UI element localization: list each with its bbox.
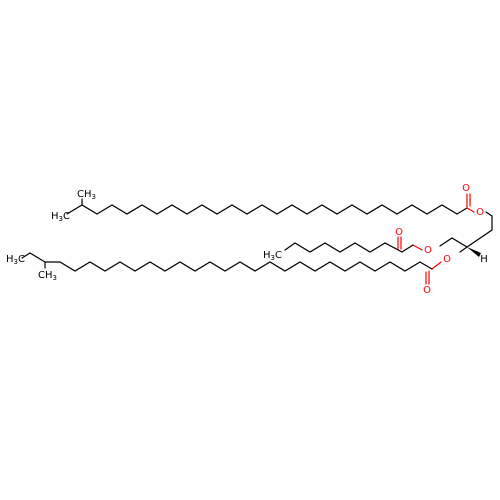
top-ethyl-label: H3C xyxy=(51,211,70,223)
mid-acyl-chain xyxy=(284,236,423,253)
bottom-acyl-chain xyxy=(21,252,442,285)
bottom-ethyl-bond-2 xyxy=(21,252,31,259)
mid-chain-backbone xyxy=(284,242,403,253)
glycerol-backbone xyxy=(439,215,493,257)
stereo-h-label: H xyxy=(480,254,488,265)
top-acyl-chain xyxy=(66,193,493,217)
top-chain-backbone xyxy=(96,204,458,215)
glycerol-c1-c2 xyxy=(466,215,493,248)
o-carbonyl-bottom-label: O xyxy=(423,285,431,296)
octanoyl-terminal-label: H3C xyxy=(263,250,282,262)
top-ester-link xyxy=(485,211,493,217)
o-ester-top-label: O xyxy=(476,207,484,218)
top-chain-branch xyxy=(66,204,98,215)
mid-ester-o-bond xyxy=(412,244,423,251)
bottom-ethyl-bond xyxy=(29,252,46,263)
bottom-chain-backbone xyxy=(44,261,421,272)
bottom-ester-o-bond xyxy=(431,261,442,270)
o-ester-mid-label: O xyxy=(424,245,432,256)
o-ester-bottom-label: O xyxy=(443,254,451,265)
bottom-ethyl-label: H3C xyxy=(6,254,25,266)
o-carbonyl-top-label: O xyxy=(462,183,470,194)
stereo-wedge xyxy=(467,247,481,257)
mid-carbonyl-c xyxy=(401,244,414,253)
o-carbonyl-mid-label: O xyxy=(395,227,403,238)
bottom-carbonyl-c xyxy=(419,261,433,270)
glycerol-c2-o xyxy=(459,246,468,253)
top-carbonyl-c-bond xyxy=(456,207,468,215)
bottom-methyl-label: CH3 xyxy=(38,270,57,282)
glycerol-c2-c3 xyxy=(439,237,468,248)
top-carbonyl-o-bond xyxy=(466,207,475,213)
top-methyl-label: CH3 xyxy=(77,189,96,201)
